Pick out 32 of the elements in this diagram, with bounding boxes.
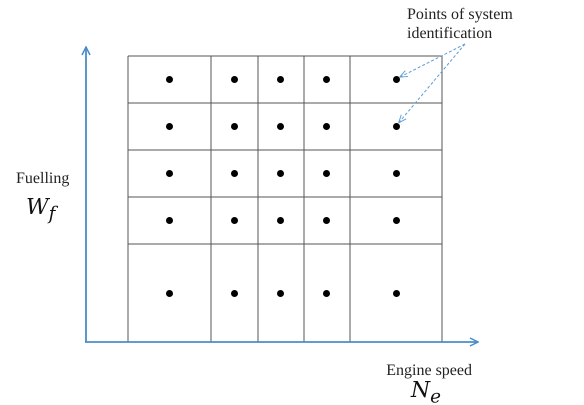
- data-point: [276, 290, 284, 296]
- data-point: [230, 170, 238, 176]
- data-point: [322, 170, 330, 176]
- data-point: [166, 290, 172, 296]
- data-point: [322, 216, 330, 224]
- data-point: [276, 216, 284, 224]
- data-point: [166, 216, 172, 224]
- data-point: [166, 170, 172, 176]
- axis-label: Engine speed: [386, 361, 472, 380]
- data-point: [230, 76, 238, 82]
- data-point: [322, 122, 330, 130]
- axis-label: Fuelling: [16, 169, 70, 188]
- data-point: [230, 216, 238, 224]
- data-point: [392, 122, 400, 130]
- data-point: [276, 170, 284, 176]
- axis-symbol: N$_{e}$: [410, 378, 441, 405]
- data-point: [230, 290, 238, 296]
- data-point: [166, 76, 172, 82]
- data-point: [392, 76, 400, 82]
- data-point: [392, 290, 400, 296]
- data-point: [276, 122, 284, 130]
- data-point: [276, 76, 284, 82]
- data-point: [230, 122, 238, 130]
- data-point: [392, 170, 400, 176]
- data-point: [322, 76, 330, 82]
- data-point: [322, 290, 330, 296]
- leader-line: [398, 44, 466, 124]
- data-point: [392, 216, 400, 224]
- callout-text: Points of system identification: [407, 5, 572, 43]
- data-point: [166, 122, 172, 130]
- leader-line: [399, 44, 466, 78]
- axis-symbol: W$_{f}$: [26, 195, 56, 228]
